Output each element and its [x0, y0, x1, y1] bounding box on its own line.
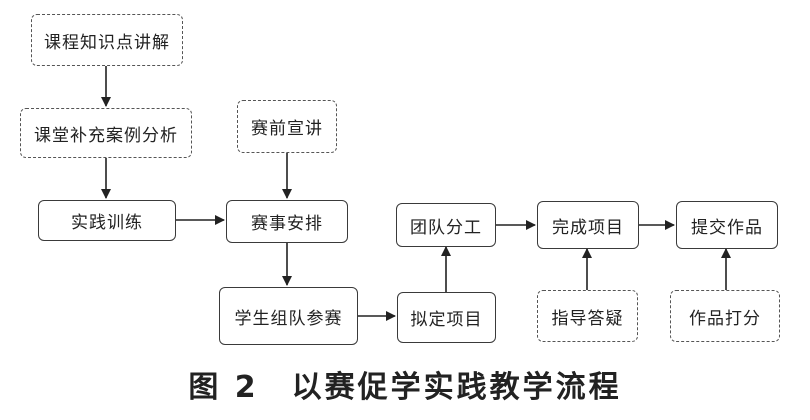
node-case-analysis: 课堂补充案例分析 — [20, 108, 192, 158]
node-pre-competition-promo: 赛前宣讲 — [237, 100, 337, 153]
node-competition-arrangement: 赛事安排 — [226, 200, 348, 243]
node-team-division: 团队分工 — [396, 203, 496, 247]
node-draft-project: 拟定项目 — [397, 292, 496, 343]
node-complete-project: 完成项目 — [537, 201, 639, 249]
node-student-team-entry: 学生组队参赛 — [219, 287, 358, 345]
node-work-scoring: 作品打分 — [670, 290, 780, 342]
node-submit-work: 提交作品 — [676, 201, 778, 249]
node-practice-training: 实践训练 — [38, 200, 176, 241]
node-guidance-qa: 指导答疑 — [537, 290, 638, 342]
figure-caption: 图 2 以赛促学实践教学流程 — [188, 370, 622, 405]
node-course-knowledge: 课程知识点讲解 — [31, 14, 183, 66]
